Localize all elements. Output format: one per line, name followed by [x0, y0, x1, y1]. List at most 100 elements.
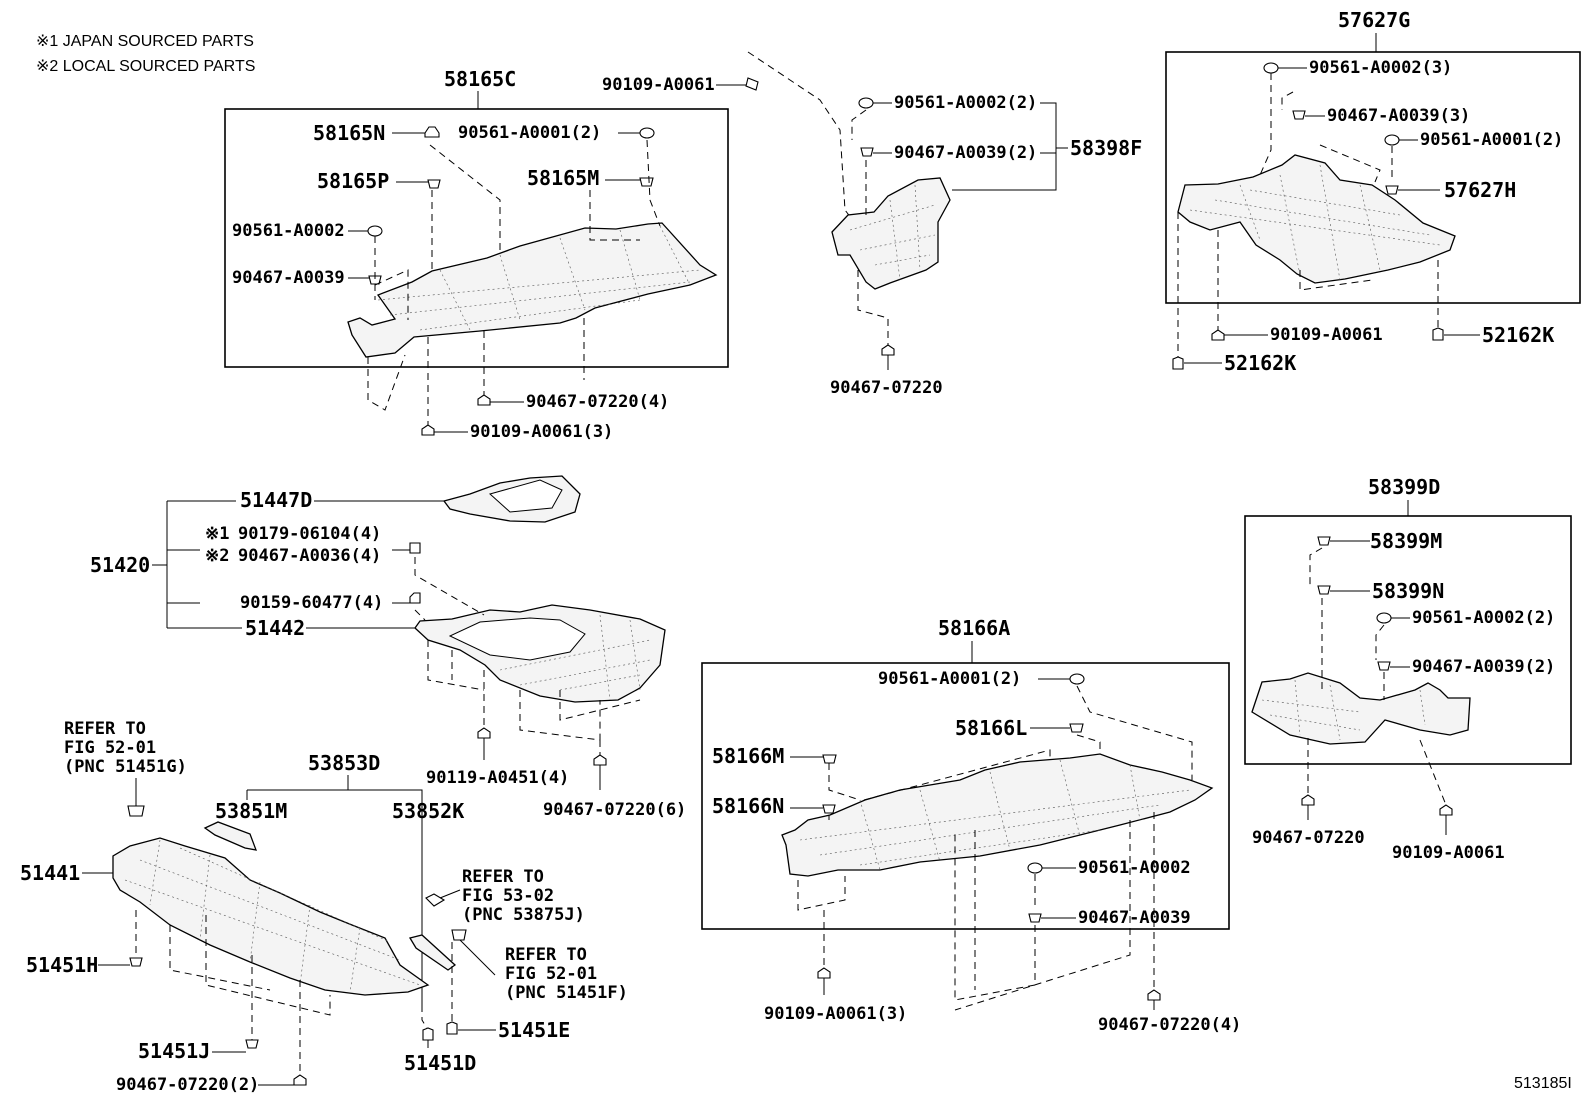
- label-57627G[interactable]: 57627G: [1338, 8, 1410, 32]
- label-58166M[interactable]: 58166M: [712, 744, 784, 768]
- label-90561-A0001-2[interactable]: 90561-A0001(2): [458, 123, 601, 143]
- label-90467-07220-6[interactable]: 90467-07220(6): [543, 800, 686, 820]
- label-51441[interactable]: 51441: [20, 861, 80, 885]
- bolt-icon: [293, 1074, 307, 1086]
- label-51442[interactable]: 51442: [245, 616, 305, 640]
- clip-58399M-icon: [1317, 536, 1331, 546]
- undercover-57627G-panel: [1177, 154, 1456, 284]
- label-51451D[interactable]: 51451D: [404, 1051, 476, 1075]
- grommet-icon: [1376, 612, 1392, 624]
- label-90467-A0039-3[interactable]: 90467-A0039(3): [1327, 106, 1470, 126]
- label-58165M[interactable]: 58165M: [527, 166, 599, 190]
- label-90467-A0039-2-b[interactable]: 90467-A0039(2): [1412, 657, 1555, 677]
- label-51420[interactable]: 51420: [90, 553, 150, 577]
- label-52162K-b[interactable]: 52162K: [1224, 351, 1296, 375]
- label-52162K-a[interactable]: 52162K: [1482, 323, 1554, 347]
- label-58165C[interactable]: 58165C: [444, 67, 516, 91]
- label-90561-A0002-2[interactable]: 90561-A0002(2): [894, 93, 1037, 113]
- undercover-58166A-panel: [781, 753, 1214, 877]
- label-90467-07220-2[interactable]: 90467-07220(2): [116, 1075, 259, 1095]
- label-90109-A0061-top[interactable]: 90109-A0061: [602, 75, 715, 95]
- label-58166N[interactable]: 58166N: [712, 794, 784, 818]
- label-90467-A0039-b[interactable]: 90467-A0039: [1078, 908, 1191, 928]
- bracket-53851M-part: [203, 821, 258, 851]
- label-90179-06104-4[interactable]: 90179-06104(4): [238, 524, 381, 544]
- clip-icon: [368, 275, 382, 285]
- mark-1: ※1: [205, 524, 229, 544]
- clip-icon: [127, 805, 145, 817]
- label-58165N[interactable]: 58165N: [313, 121, 385, 145]
- group-58165C-frame: [224, 108, 729, 368]
- label-57627H[interactable]: 57627H: [1444, 178, 1516, 202]
- label-53851M[interactable]: 53851M: [215, 799, 287, 823]
- bolt-icon: [477, 727, 491, 739]
- label-51451J[interactable]: 51451J: [138, 1039, 210, 1063]
- grommet-icon: [1263, 62, 1279, 74]
- grommet-icon: [858, 97, 874, 109]
- label-58399D[interactable]: 58399D: [1368, 475, 1440, 499]
- bolt-icon: [1147, 989, 1161, 1001]
- group-58399D: 58399D 58399M 58399N 90561-A0002(2) 9046…: [1244, 475, 1572, 863]
- bolt-icon: [745, 77, 759, 91]
- clip-58165N-icon: [424, 126, 440, 138]
- note-japan-sourced: ※1 JAPAN SOURCED PARTS: [36, 33, 254, 50]
- group-51420: 51420 51447D ※1 90179-06104(4) ※2 90467-…: [90, 475, 686, 820]
- label-51451E[interactable]: 51451E: [498, 1018, 570, 1042]
- refer-note-1-line2: FIG 52-01: [64, 738, 156, 758]
- label-90561-A0002-3[interactable]: 90561-A0002(3): [1309, 58, 1452, 78]
- label-90109-A0061-r[interactable]: 90109-A0061: [1270, 325, 1383, 345]
- group-57627G-frame: [1165, 51, 1581, 304]
- cover-58399D-part: [1251, 672, 1471, 745]
- label-90467-A0036-4[interactable]: 90467-A0036(4): [238, 546, 381, 566]
- group-58166A: 58166A 90561-A0001(2) 58166L 58166M 5816…: [701, 616, 1241, 1035]
- clip-icon: [1385, 185, 1399, 195]
- label-90467-A0039-2[interactable]: 90467-A0039(2): [894, 143, 1037, 163]
- label-90119-A0451-4[interactable]: 90119-A0451(4): [426, 768, 569, 788]
- label-90467-A0039[interactable]: 90467-A0039: [232, 268, 345, 288]
- label-90561-A0001-2-c[interactable]: 90561-A0001(2): [878, 669, 1021, 689]
- clip-58166M-icon: [822, 754, 837, 764]
- label-53852K[interactable]: 53852K: [392, 799, 464, 823]
- label-51447D[interactable]: 51447D: [240, 488, 312, 512]
- refer-note-3-line2: FIG 52-01: [505, 964, 597, 984]
- label-58399N[interactable]: 58399N: [1372, 579, 1444, 603]
- label-90467-07220-4-b[interactable]: 90467-07220(4): [1098, 1015, 1241, 1035]
- label-58166L[interactable]: 58166L: [955, 716, 1027, 740]
- bolt-icon: [817, 967, 831, 979]
- clip-icon: [1028, 913, 1042, 923]
- mark-2: ※2: [205, 546, 229, 566]
- figure-id: 513185I: [1514, 1075, 1572, 1092]
- group-57627G: 57627G 90561-A0002(3) 90467-A0039(3) 905…: [1165, 8, 1581, 375]
- refer-note-1-line3: (PNC 51451G): [64, 757, 187, 777]
- label-90561-A0002-2-b[interactable]: 90561-A0002(2): [1412, 608, 1555, 628]
- label-90561-A0002-b[interactable]: 90561-A0002: [1078, 858, 1191, 878]
- label-90467-07220-4[interactable]: 90467-07220(4): [526, 392, 669, 412]
- label-90561-A0002[interactable]: 90561-A0002: [232, 221, 345, 241]
- group-58166A-frame: [701, 662, 1230, 930]
- clip-51451J-icon: [245, 1039, 259, 1049]
- bolt-icon: [1211, 329, 1225, 341]
- clip-52162K-icon: [1432, 327, 1444, 341]
- refer-note-2-line2: FIG 53-02: [462, 886, 554, 906]
- label-58166A[interactable]: 58166A: [938, 616, 1010, 640]
- label-90159-60477-4[interactable]: 90159-60477(4): [240, 593, 383, 613]
- label-90561-A0001-2-b[interactable]: 90561-A0001(2): [1420, 130, 1563, 150]
- label-90109-A0061-rr[interactable]: 90109-A0061: [1392, 843, 1505, 863]
- label-90467-07220-mid[interactable]: 90467-07220: [830, 378, 943, 398]
- clip-52162K-icon: [1172, 356, 1184, 370]
- cover-58398F-part: [831, 177, 951, 290]
- nut-icon: [409, 542, 421, 554]
- label-53853D[interactable]: 53853D: [308, 751, 380, 775]
- label-58398F[interactable]: 58398F: [1070, 136, 1142, 160]
- clip-icon: [425, 893, 446, 907]
- label-58399M[interactable]: 58399M: [1370, 529, 1442, 553]
- bolt-icon: [477, 394, 491, 406]
- label-90109-A0061-3-b[interactable]: 90109-A0061(3): [764, 1004, 907, 1024]
- label-90467-07220-r[interactable]: 90467-07220: [1252, 828, 1365, 848]
- label-58165P[interactable]: 58165P: [317, 169, 389, 193]
- bolt-icon: [1439, 804, 1453, 816]
- label-90109-A0061-3[interactable]: 90109-A0061(3): [470, 422, 613, 442]
- clip-58165P-icon: [427, 179, 441, 189]
- label-51451H[interactable]: 51451H: [26, 953, 98, 977]
- group-58398F: 90109-A0061 90561-A0002(2) 90467-A0039(2…: [602, 51, 1142, 398]
